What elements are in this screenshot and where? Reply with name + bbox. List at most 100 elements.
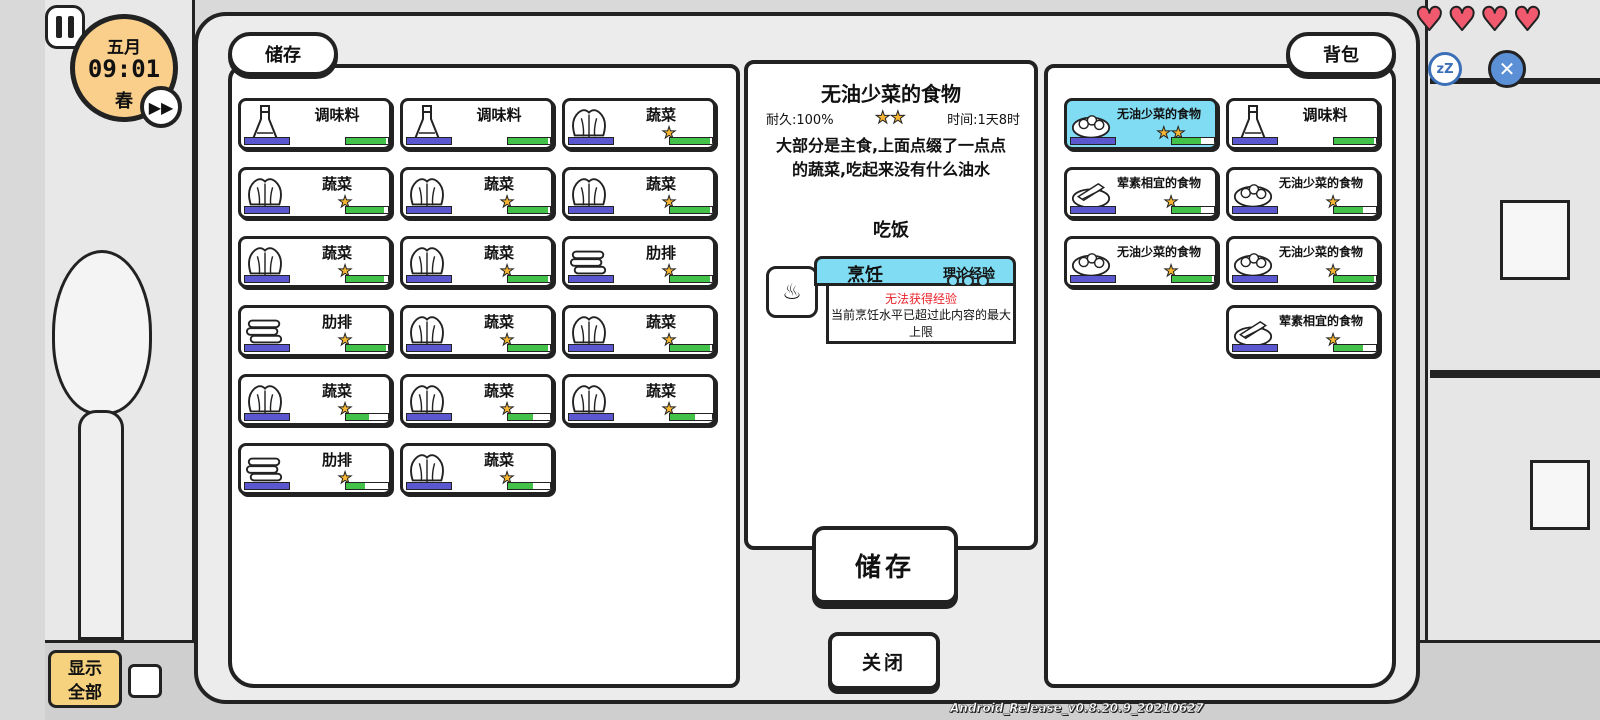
store-button[interactable]: 储存	[812, 526, 958, 604]
time-label: 09:01	[87, 55, 161, 83]
skill-warning: 无法获得经验	[884, 292, 957, 306]
inventory-slot-icon[interactable]	[128, 664, 162, 698]
item-name: 蔬菜	[483, 175, 514, 193]
bag-item-card[interactable]: 无油少菜的食物★	[1226, 236, 1380, 288]
tools-button[interactable]: ✕	[1488, 50, 1526, 88]
storage-item-card[interactable]: 肋排★	[562, 236, 716, 288]
bag-item-card[interactable]: 调味料	[1226, 98, 1380, 150]
freshness-bar	[406, 413, 452, 421]
storage-item-card[interactable]: 蔬菜★	[562, 167, 716, 219]
freshness-bar	[244, 482, 290, 490]
star-icon: ★	[337, 468, 353, 487]
fast-forward-button[interactable]: ▶▶	[140, 86, 182, 128]
durability-fill	[508, 483, 534, 489]
storage-item-card[interactable]: 蔬菜★	[400, 374, 554, 426]
storage-item-card[interactable]: 调味料	[400, 98, 554, 150]
item-name: 蔬菜	[321, 244, 352, 262]
bag-item-card[interactable]: 无油少菜的食物 ★	[1064, 236, 1218, 288]
bag-item-card[interactable]: 无油少菜的食物★★	[1064, 98, 1218, 150]
heart-icon: ♥	[1512, 0, 1543, 38]
item-name: 无油少菜的食物	[1278, 176, 1363, 190]
version-label: Android_Release_v0.8.20.9_20210627	[950, 701, 1204, 715]
bag-item-card[interactable]: 无油少菜的食物★	[1226, 167, 1380, 219]
star-icon: ★	[661, 399, 677, 418]
star-icon: ★	[499, 330, 515, 349]
storage-item-card[interactable]: 蔬菜★	[562, 374, 716, 426]
durability-bar	[507, 482, 551, 490]
item-name: 无油少菜的食物	[1116, 107, 1201, 121]
skill-header: 烹饪 理论经验	[814, 256, 1016, 287]
storage-item-card[interactable]: 调味料	[238, 98, 392, 150]
season-label: 春	[115, 91, 133, 112]
sleep-button[interactable]: zZ	[1428, 52, 1462, 86]
close-button[interactable]: 关闭	[828, 632, 940, 690]
star-icon: ★	[661, 192, 677, 211]
storage-item-card[interactable]: 蔬菜★	[400, 305, 554, 357]
star-icon: ★	[337, 330, 353, 349]
food-plate-icon	[1233, 174, 1273, 212]
show-all-button[interactable]: 显示 全部	[48, 650, 122, 708]
durability-fill	[346, 276, 384, 282]
cabbage-icon	[569, 312, 609, 350]
star-icon: ★	[1325, 330, 1341, 349]
cabbage-icon	[245, 243, 285, 281]
durability-bar	[345, 482, 389, 490]
durability-bar	[1333, 206, 1377, 214]
durability-bar	[345, 137, 389, 145]
durability-bar	[1171, 275, 1215, 283]
item-stats: 耐久:100% ★★ 时间:1天8时	[766, 108, 1020, 129]
freshness-bar	[1232, 137, 1278, 145]
storage-item-card[interactable]: 肋排★	[238, 305, 392, 357]
cabbage-icon	[407, 174, 447, 212]
item-name: 蔬菜	[321, 382, 352, 400]
bag-item-card[interactable]: 荤素相宜的食物★	[1064, 167, 1218, 219]
heart-icon: ♥	[1414, 0, 1445, 38]
durability-fill	[508, 414, 534, 420]
storage-item-card[interactable]: 蔬菜★	[400, 236, 554, 288]
storage-item-card[interactable]: 蔬菜★	[562, 98, 716, 150]
health-hearts: ♥ ♥ ♥ ♥	[1414, 0, 1543, 38]
freshness-bar	[568, 344, 614, 352]
star-icon: ★	[337, 399, 353, 418]
durability-fill	[1172, 276, 1212, 282]
item-name: 调味料	[314, 106, 360, 124]
storage-item-card[interactable]: 蔬菜★	[562, 305, 716, 357]
durability-text: 耐久:100%	[766, 112, 834, 128]
storage-item-card[interactable]: 蔬菜★	[238, 167, 392, 219]
cabbage-icon	[407, 450, 447, 488]
item-name: 无油少菜的食物	[1116, 245, 1201, 259]
bag-item-card[interactable]: 荤素相宜的食物 ★	[1226, 305, 1380, 357]
storage-item-card[interactable]: 蔬菜★	[400, 167, 554, 219]
freshness-bar	[568, 275, 614, 283]
freshness-bar	[244, 344, 290, 352]
storage-item-card[interactable]: 肋排★	[238, 443, 392, 495]
star-icon: ★	[499, 192, 515, 211]
tools-icon: ✕	[1498, 57, 1516, 81]
durability-bar	[669, 137, 713, 145]
star-icon: ★★	[875, 108, 907, 129]
cabbage-icon	[569, 105, 609, 143]
star-icon: ★	[1163, 261, 1179, 280]
item-name: 蔬菜	[645, 106, 676, 124]
freshness-bar	[406, 206, 452, 214]
storage-panel-title: 储存	[228, 32, 338, 76]
window	[1530, 460, 1590, 530]
star-icon: ★	[661, 330, 677, 349]
storage-item-card[interactable]: 蔬菜★	[238, 374, 392, 426]
storage-item-card[interactable]: 蔬菜★	[400, 443, 554, 495]
item-name: 荤素相宜的食物	[1116, 176, 1201, 190]
pause-icon	[56, 16, 62, 38]
durability-fill	[346, 138, 386, 144]
star-icon: ★	[661, 261, 677, 280]
star-icon: ★	[499, 468, 515, 487]
storage-item-card[interactable]: 蔬菜★	[238, 236, 392, 288]
star-icon: ★	[1325, 261, 1341, 280]
item-action-label: 吃饭	[873, 220, 909, 241]
durability-fill	[1172, 207, 1202, 213]
scene-right-wall	[1425, 0, 1600, 640]
durability-fill	[346, 483, 365, 489]
durability-fill	[1334, 276, 1374, 282]
heart-icon: ♥	[1479, 0, 1510, 38]
food-plate-icon	[1233, 243, 1273, 281]
item-name: 荤素相宜的食物	[1278, 314, 1363, 328]
